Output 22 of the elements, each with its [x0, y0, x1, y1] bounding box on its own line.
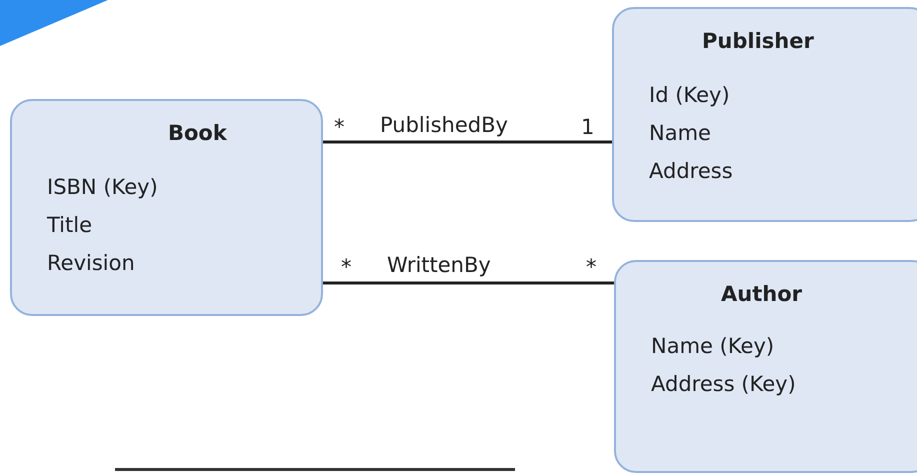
attribute-text: Address [649, 159, 733, 183]
attribute-text: Name [649, 121, 711, 145]
entity-name: Author [721, 282, 802, 306]
attribute-text: Name (Key) [651, 334, 774, 358]
entity-box [612, 7, 917, 222]
entity-box [614, 260, 917, 473]
edge-label: WrittenBy [387, 253, 491, 277]
entity-box [10, 99, 323, 316]
entity-name: Book [168, 121, 227, 145]
relationship-line [323, 282, 614, 284]
attribute-text: ISBN (Key) [47, 175, 158, 199]
multiplicity-label: * [341, 255, 352, 279]
attribute-text: Id (Key) [649, 83, 730, 107]
attribute-text: Revision [47, 251, 135, 275]
multiplicity-label: 1 [581, 115, 594, 139]
attribute-text: Address (Key) [651, 372, 796, 396]
edge-label: PublishedBy [380, 113, 508, 137]
multiplicity-label: * [334, 115, 344, 139]
attribute-text: Title [47, 213, 92, 237]
entity-name: Publisher [702, 29, 814, 53]
relationship-line [323, 140, 612, 144]
multiplicity-label: * [586, 255, 596, 279]
